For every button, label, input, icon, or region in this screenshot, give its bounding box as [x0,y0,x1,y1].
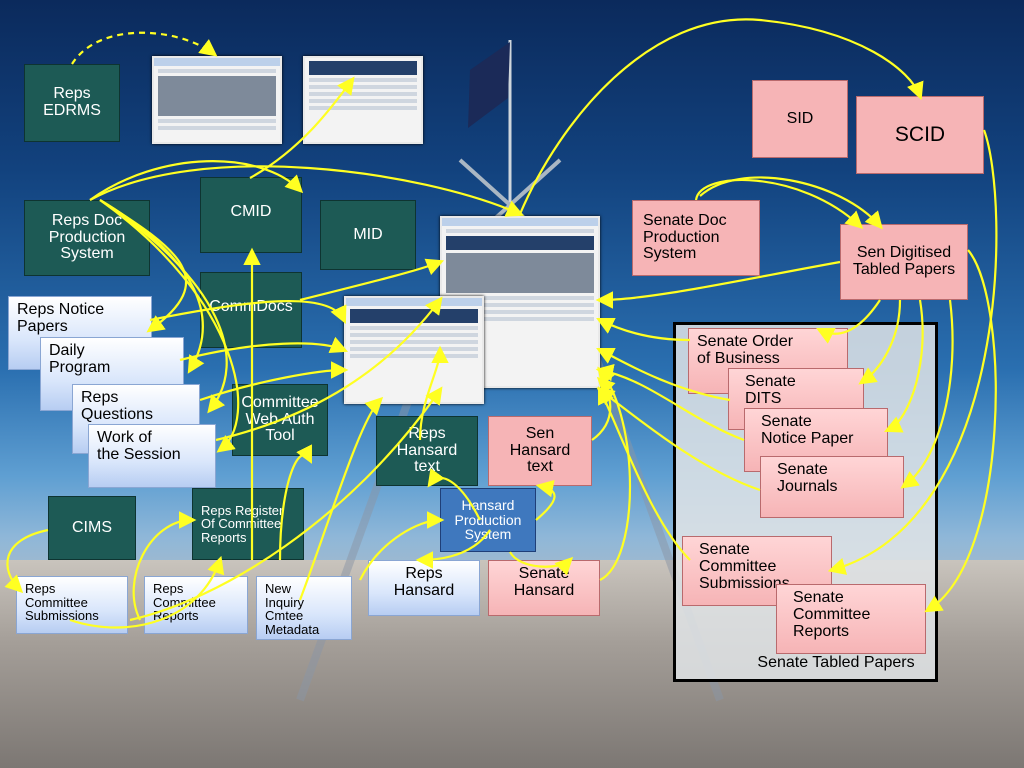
subs-to-web-arrow [598,386,691,561]
senate-committee-reports-doc: Senate Committee Reports [776,584,926,654]
reports-to-register-arrow [132,511,197,621]
senatedoc-to-scid-arrow [699,176,883,230]
dits-to-web-arrow [596,348,731,402]
mid-node: MID [320,200,416,270]
questions-to-commdocs-arrow [199,361,349,402]
digitised-to-dits-arrow [858,299,902,385]
sid-node: SID [752,80,848,158]
repstext-to-web-arrow [418,345,449,441]
prod-to-repstext-arrow [427,468,481,521]
repsdoc-to-questions-arrow [99,199,228,414]
mid-screenshot [303,56,423,144]
notice-to-commdocs-arrow [149,299,347,324]
digitised-to-order-arrow [816,299,881,344]
web-to-scid-arrow [518,18,924,215]
notice-to-web-arrow [595,363,745,442]
subs-to-register-arrow [69,555,225,629]
repshansard-to-prod-arrow [359,511,445,581]
prod-to-repshansard-arrow [415,529,491,569]
digitised-to-reports-arrow [924,249,997,613]
commdocs-screenshot [344,296,484,404]
senatedoc-to-digitised-arrow [694,178,864,229]
digitised-to-web-arrow [595,260,841,309]
sen-digitised-tabled-papers-node: Sen Digitised Tabled Papers [840,224,968,300]
journals-to-web-arrow [596,387,761,492]
sen-hansard-text-node: Sen Hansard text [488,416,592,486]
reps-edrms-node: Reps EDRMS [24,64,120,142]
program-to-commdocs-arrow [179,336,349,362]
prod-to-senhansard-arrow [509,551,574,576]
senate-tabled-papers-label: Senate Tabled Papers [757,654,915,671]
cmid-to-mid-arrow [249,76,355,179]
inquiry-to-commdocs-arrow [298,396,384,601]
session-to-web-arrow [215,296,443,442]
scid-node: SCID [856,96,984,174]
cims-to-subs-arrow [4,528,49,594]
edrms-screenshot [152,56,282,144]
reps-doc-production-node: Reps Doc Production System [24,200,150,276]
prod-to-sentext-arrow [535,479,556,521]
repsdoc-to-program-arrow [99,199,205,374]
sentext-to-web-arrow [591,376,616,441]
senate-hansard-doc: Senate Hansard [488,560,600,616]
senate-doc-production-node: Senate Doc Production System [632,200,760,276]
reports-to-web-arrow [129,386,443,622]
repsdoc-to-cmid-arrow [89,160,304,201]
scid-to-submissions-arrow [827,129,998,575]
repsdoc-to-web-arrow [89,165,525,217]
register-to-webauth-arrow [278,444,312,561]
work-of-session-doc: Work of the Session [88,424,216,488]
reps-committee-submissions-doc: Reps Committee Submissions [16,576,128,634]
hansard-production-node: Hansard Production System [440,488,536,552]
senate-journals-doc: Senate Journals [760,456,904,518]
edrms-dashed-arrow [71,31,218,65]
cims-node: CIMS [48,496,136,560]
commdocs-to-web-arrow [299,258,445,302]
order-to-web-arrow [596,318,691,342]
digitised-to-journals-arrow [900,299,954,489]
repsdoc-to-session-arrow [99,199,240,453]
digitised-to-notice-arrow [883,299,924,433]
